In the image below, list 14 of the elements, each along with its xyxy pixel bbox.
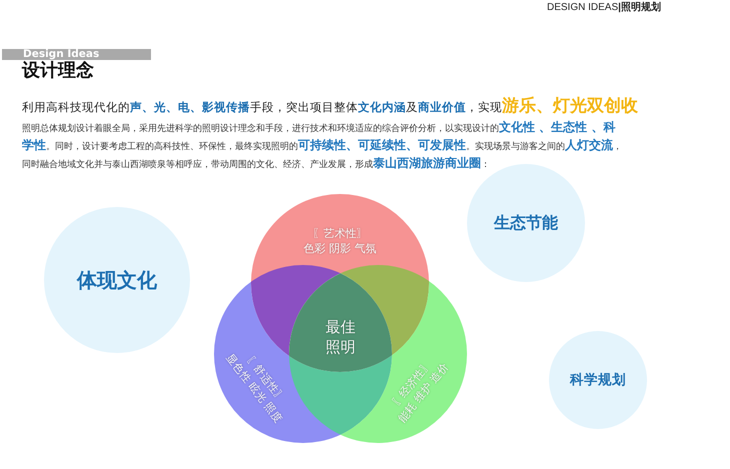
page-title: 设计理念 bbox=[22, 60, 94, 82]
venn-overlap bbox=[289, 273, 392, 372]
circle bbox=[44, 207, 190, 353]
body-text: 照明总体规划设计着眼全局，采用先进科学的照明设计理念和手段，进行技术和环境适应的综合评价分析，以实现设计的文化性 、生态性 、科学性。同时，设计要考虑工程的高科技性、环保性，最终实现照明的可持续性、可延续性、可发展性。实现场景与游客之间的人灯交流，同时融合地域文化并与泰山西湖喷泉等相呼应，带动周围的文化、经济、产业发展，形成泰山西湖旅游商业圈： bbox=[22, 119, 622, 172]
circle-label: 体现文化 bbox=[77, 266, 157, 294]
header-text: DESIGN IDEAS|照明规划 bbox=[547, 1, 661, 14]
circle-label: 生态节能 bbox=[494, 212, 558, 234]
venn-heading: 〖艺术性〗 bbox=[312, 226, 368, 241]
circle bbox=[549, 331, 647, 429]
venn-text: 色彩 阴影 气氛 bbox=[304, 241, 376, 256]
center-label: 最佳照明 bbox=[324, 317, 356, 357]
circle-label: 科学规划 bbox=[570, 371, 626, 389]
intro-text: 利用高科技现代化的声、光、电、影视传播手段，突出项目整体文化内涵及商业价值，实现游乐、灯光双创收 bbox=[22, 96, 638, 117]
section-banner: Design Ideas bbox=[2, 49, 151, 60]
